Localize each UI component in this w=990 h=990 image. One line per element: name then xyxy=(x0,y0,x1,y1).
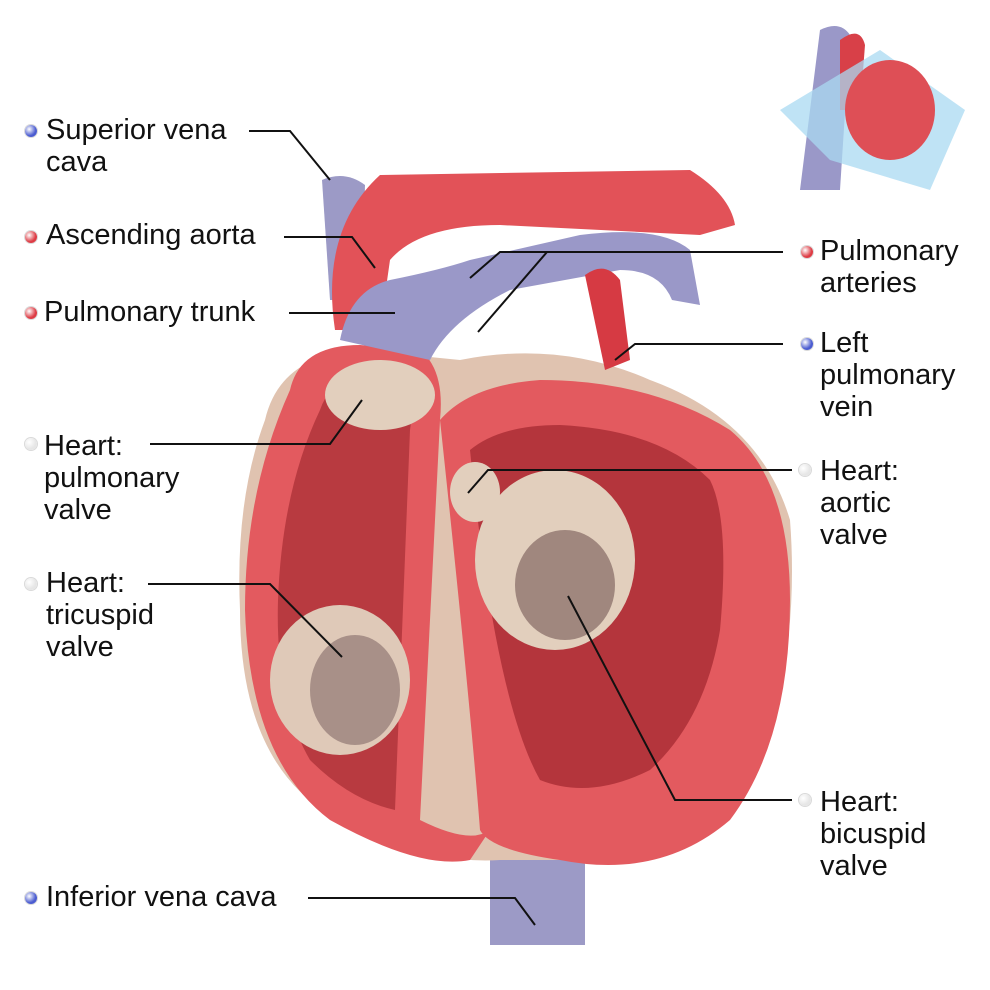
aortic-valve-label: Heart: aortic valve xyxy=(820,455,899,551)
tricuspid-valve-opening xyxy=(310,635,400,745)
left-pulm-vein-leader-line xyxy=(614,343,783,361)
bicuspid-valve-opening xyxy=(515,530,615,640)
aortic-valve-leader-line xyxy=(467,469,792,494)
asc-aorta-leader-line xyxy=(284,236,376,269)
ivc-marker-dot xyxy=(25,892,37,904)
aortic-valve-shape xyxy=(450,462,500,522)
ivc-label: Inferior vena cava xyxy=(46,881,277,913)
pulm-valve-marker-dot xyxy=(25,438,37,450)
tricuspid-leader-line xyxy=(148,583,343,658)
pulm-arteries-leader-line xyxy=(469,251,783,279)
left-pulmonary-vein-shape xyxy=(585,268,630,370)
pulm-arteries-leader-line-2 xyxy=(477,251,548,333)
ivc-leader-line xyxy=(308,897,536,926)
svc-label: Superior vena cava xyxy=(46,114,227,178)
left-pulm-vein-marker-dot xyxy=(801,338,813,350)
asc-aorta-marker-dot xyxy=(25,231,37,243)
asc-aorta-label: Ascending aorta xyxy=(46,219,256,251)
left-pulm-vein-label: Left pulmonary vein xyxy=(820,327,956,423)
pulm-arteries-label: Pulmonary arteries xyxy=(820,235,959,299)
svc-leader-line xyxy=(249,130,331,181)
pulm-trunk-label: Pulmonary trunk xyxy=(44,296,256,328)
aortic-arch-shape xyxy=(332,170,735,330)
pulm-valve-leader-line xyxy=(150,399,363,445)
pulm-arteries-marker-dot xyxy=(801,246,813,258)
pulmonary-trunk-shape xyxy=(340,232,700,360)
bicuspid-marker-dot xyxy=(799,794,811,806)
pulm-trunk-marker-dot xyxy=(25,307,37,319)
tricuspid-label: Heart: tricuspid valve xyxy=(46,567,154,663)
tricuspid-marker-dot xyxy=(25,578,37,590)
inferior-vena-cava-shape xyxy=(490,840,585,945)
svc-marker-dot xyxy=(25,125,37,137)
bicuspid-label: Heart: bicuspid valve xyxy=(820,786,927,882)
bicuspid-leader-line xyxy=(567,595,792,801)
aortic-valve-marker-dot xyxy=(799,464,811,476)
pulm-valve-label: Heart: pulmonary valve xyxy=(44,430,180,526)
pulmonary-valve-shape xyxy=(325,360,435,430)
orientation-inset xyxy=(780,26,965,190)
